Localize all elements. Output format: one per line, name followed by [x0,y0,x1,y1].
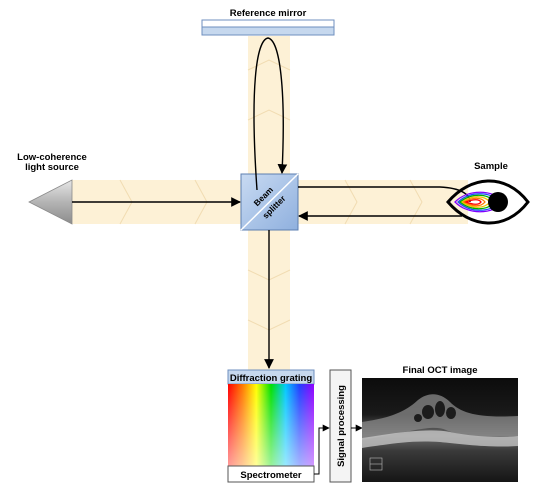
spectrometer: Diffraction grating Spectrometer [227,369,315,483]
light-source-cone [28,179,73,225]
final-oct-image-label: Final OCT image [403,365,478,376]
signal-processing-box [329,369,352,483]
light-source-label-line1: Low-coherence [17,152,87,163]
sample-label: Sample [474,161,508,172]
final-oct-image: Final OCT image [362,365,518,482]
signal-processing-label: Signal processing [336,385,347,467]
light-rays [72,37,471,369]
reference-mirror-label: Reference mirror [230,8,307,19]
spectrometer-label: Spectrometer [240,470,302,481]
diffraction-grating-label: Diffraction grating [230,373,313,384]
sample-eye: Sample [446,161,530,225]
eye-pupil [488,192,508,212]
oct-retina-layer [362,394,518,440]
signal-processing: Signal processing [329,369,352,483]
ray-reference-loop [253,37,288,191]
reference-mirror: Reference mirror [201,8,335,36]
light-source-label-line2: light source [25,162,79,173]
connector-to-processing [314,424,330,475]
eye-outline [446,179,530,225]
beam-splitter: Beam splitter [240,173,299,231]
